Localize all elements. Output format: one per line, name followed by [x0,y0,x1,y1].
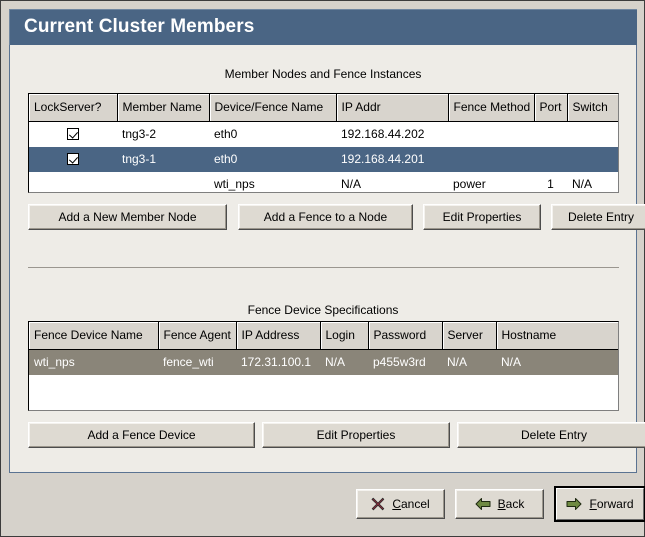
add-new-member-node-button[interactable]: Add a New Member Node [28,204,227,230]
fence-device-name-cell: wti_nps [29,349,158,375]
lockserver-checkbox-cell[interactable] [29,172,117,192]
col-switch[interactable]: Switch [567,94,618,122]
ip-addr-cell: N/A [341,177,362,191]
member-delete-entry-button[interactable]: Delete Entry [551,204,645,230]
arrow-left-icon [475,497,491,511]
cancel-x-icon [371,497,385,511]
member-name-cell [117,172,209,192]
add-fence-to-node-button[interactable]: Add a Fence to a Node [238,204,413,230]
cancel-button-label: Cancel [392,497,430,511]
device-fence-name-cell: wti_nps [214,177,255,191]
section-separator [28,267,619,268]
arrow-right-icon [566,497,582,511]
login-cell: N/A [320,349,368,375]
col-device-fence-name[interactable]: Device/Fence Name [209,94,337,122]
switch-cell: N/A [572,177,593,191]
col-fence-device-name[interactable]: Fence Device Name [29,322,159,350]
col-lockserver[interactable]: LockServer? [29,94,118,122]
device-fence-name-cell: eth0 [209,147,336,172]
col-member-name[interactable]: Member Name [117,94,210,122]
fence-method-cell: power [453,177,486,191]
ip-addr-cell: 192.168.44.202 [341,127,425,141]
add-fence-device-button[interactable]: Add a Fence Device [28,422,255,448]
fence-edit-properties-button[interactable]: Edit Properties [262,422,450,448]
server-cell: N/A [442,349,496,375]
table-row[interactable]: tng3-2 eth0 192.168.44.202 [29,122,618,148]
col-fence-agent[interactable]: Fence Agent [158,322,237,350]
hostname-cell: N/A [496,349,618,375]
col-ip-addr[interactable]: IP Addr [336,94,449,122]
back-button-label: Back [497,497,525,511]
col-fence-method[interactable]: Fence Method [448,94,535,122]
fence-method-cell [448,147,534,172]
fence-section-caption: Fence Device Specifications [247,303,399,317]
port-cell [534,147,567,172]
member-table-header-row: LockServer? Member Name Device/Fence Nam… [29,94,618,122]
forward-button-label: Forward [589,497,634,511]
col-password[interactable]: Password [368,322,443,350]
dialog-titlebar: Current Cluster Members [9,9,637,45]
ip-address-cell: 172.31.100.1 [236,349,320,375]
dialog-title: Current Cluster Members [24,16,255,37]
port-cell: 1 [547,177,554,191]
port-cell [534,122,567,148]
fence-agent-cell: fence_wti [158,349,236,375]
forward-button[interactable]: Forward [554,486,645,522]
switch-cell [567,122,618,148]
password-cell: p455w3rd [368,349,442,375]
ip-addr-cell: 192.168.44.201 [336,147,448,172]
member-section-caption: Member Nodes and Fence Instances [224,67,422,81]
cancel-button[interactable]: Cancel [356,489,445,519]
dialog-action-bar: Cancel Back Forward [9,473,645,529]
col-login[interactable]: Login [320,322,369,350]
member-name-cell: tng3-2 [122,127,157,141]
checkbox-checked-icon[interactable] [67,128,79,140]
col-server[interactable]: Server [442,322,497,350]
col-ip-address[interactable]: IP Address [236,322,321,350]
member-nodes-table[interactable]: LockServer? Member Name Device/Fence Nam… [28,93,619,193]
table-row[interactable]: wti_nps N/A power 1 N/A [29,172,618,192]
member-name-cell: tng3-1 [117,147,209,172]
member-edit-properties-button[interactable]: Edit Properties [423,204,541,230]
checkbox-checked-icon[interactable] [67,153,79,165]
fence-method-cell [448,122,534,148]
back-button[interactable]: Back [455,489,544,519]
fence-table-header-row: Fence Device Name Fence Agent IP Address… [29,322,618,350]
col-hostname[interactable]: Hostname [496,322,618,350]
col-port[interactable]: Port [534,94,568,122]
lockserver-checkbox-cell[interactable] [29,147,117,172]
fence-devices-table[interactable]: Fence Device Name Fence Agent IP Address… [28,321,619,411]
device-fence-name-cell: eth0 [214,127,238,141]
dialog-content-panel: Member Nodes and Fence Instances LockSer… [9,45,645,473]
switch-cell [567,147,618,172]
fence-delete-entry-button[interactable]: Delete Entry [457,422,645,448]
lockserver-checkbox-cell[interactable] [29,122,117,148]
